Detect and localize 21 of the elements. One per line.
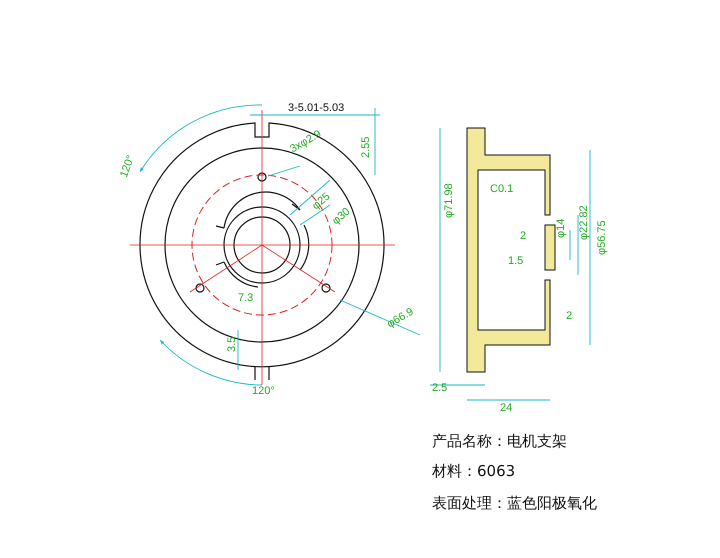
dimension-label: 2.5	[432, 382, 448, 394]
dimension-label: C0.1	[490, 183, 514, 195]
dimension-label: φ30	[330, 206, 353, 228]
dimension-label: φ14	[555, 218, 567, 238]
dimension-label: 120°	[252, 385, 275, 397]
dimension-label: φ56.75	[596, 220, 608, 255]
dimension-label: φ25	[310, 190, 333, 212]
dimension-label: 120°	[118, 154, 138, 180]
dimension-label: 2	[566, 310, 572, 322]
dimension-label: φ22.82	[578, 205, 590, 240]
dimension-label: 3.5	[226, 336, 238, 352]
spec-note: 产品名称：电机支架	[432, 432, 567, 451]
dimension-label: 2	[520, 230, 526, 242]
spec-note: 材料：6063	[432, 462, 516, 481]
spec-note: 表面处理：蓝色阳极氧化	[432, 494, 597, 513]
dimension-label: 1.5	[508, 255, 524, 267]
dimension-label: 2.55	[360, 136, 372, 158]
dimension-label: 3-5.01-5.03	[288, 102, 344, 114]
dimension-label: 24	[500, 402, 512, 414]
dimension-label: 7.3	[238, 292, 254, 304]
dimension-label: φ71.98	[443, 183, 455, 218]
